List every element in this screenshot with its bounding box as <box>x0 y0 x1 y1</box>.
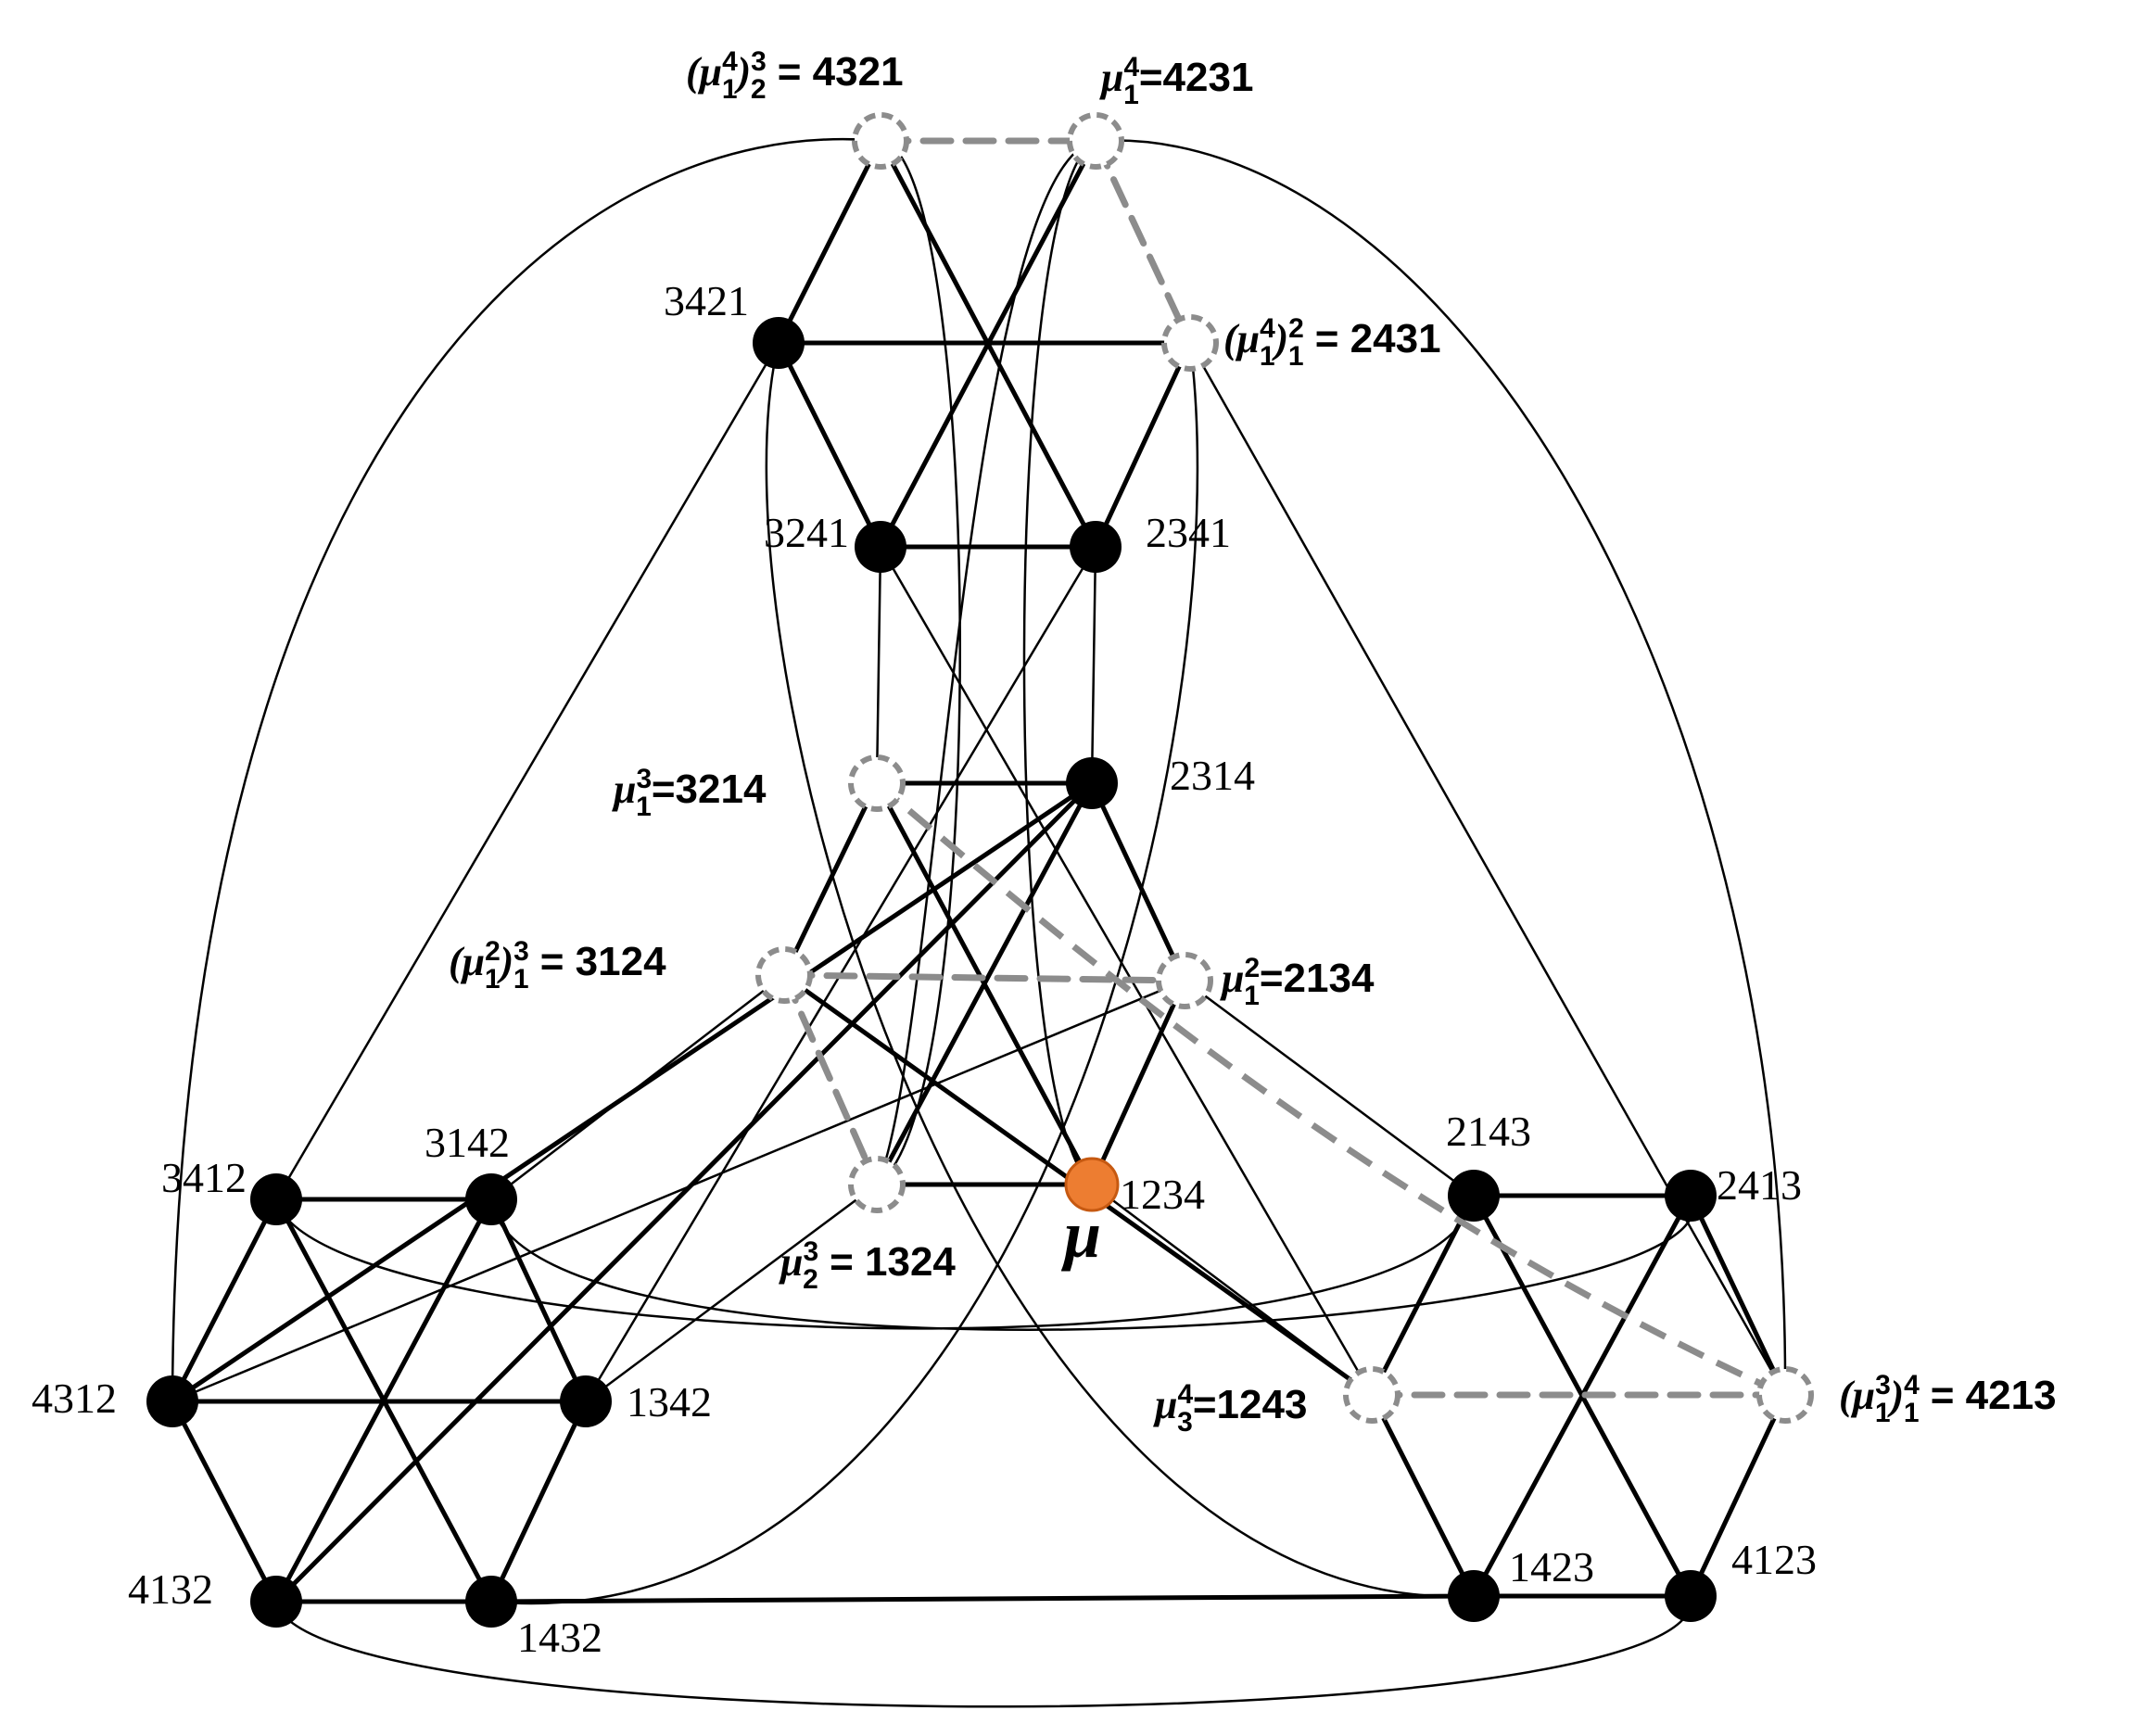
curve-edge-4321-4312 <box>171 137 881 1402</box>
node-2134 <box>1156 952 1213 1009</box>
node-4132 <box>250 1576 302 1628</box>
edge-4213-4123 <box>1688 1392 1788 1599</box>
curve-edge-4231-1324 <box>875 139 1096 1185</box>
node-4123 <box>1665 1570 1717 1622</box>
edge-1243-1423 <box>1369 1392 1477 1599</box>
dashed-edge-4231-2431 <box>1092 137 1194 347</box>
node-2431 <box>1161 314 1219 372</box>
label-1234: 1234 <box>1120 1171 1205 1218</box>
dashed-edge-3214-4213 <box>874 780 1787 1399</box>
edge-3421-3241 <box>776 340 883 550</box>
curve-edge-2431-1432 <box>490 342 1199 1605</box>
node-2341 <box>1070 521 1122 573</box>
edge-1234-1243 <box>1090 1183 1374 1397</box>
dashed-edge-3124-2134 <box>780 971 1188 984</box>
node-1243 <box>1343 1366 1401 1424</box>
edge-2431-2341 <box>1093 340 1193 550</box>
edge-3421-3412 <box>274 341 780 1201</box>
edge-1432-1423 <box>488 1593 1477 1604</box>
edge-2314-2134 <box>1089 780 1187 983</box>
edge-1324-1342 <box>584 1183 879 1403</box>
node-3421 <box>753 317 805 369</box>
node-4321 <box>852 112 909 170</box>
edge-4132-2314 <box>273 780 1095 1604</box>
node-1342 <box>560 1375 612 1427</box>
edge-2341-2314 <box>1090 545 1097 785</box>
label-3421: 3421 <box>664 277 749 324</box>
label-3412: 3412 <box>161 1154 247 1201</box>
edge-3241-3214 <box>875 545 882 785</box>
edge-2413-4213 <box>1688 1193 1788 1398</box>
edge-4312-4132 <box>170 1399 279 1604</box>
edge-3241-1243 <box>879 545 1374 1397</box>
curve-edge-3142-2413 <box>489 1195 1695 1331</box>
curve-edge-4132-4123 <box>274 1595 1692 1708</box>
label-1423: 1423 <box>1509 1543 1594 1590</box>
curve-edge-4321-1324 <box>876 139 961 1186</box>
curve-edge-4231-1234 <box>1022 139 1096 1185</box>
node-3241 <box>855 521 906 573</box>
label-3142: 3142 <box>425 1119 510 1166</box>
node-3124 <box>755 946 813 1004</box>
edge-3214-3124 <box>781 780 880 978</box>
edge-3124-3142 <box>489 973 786 1201</box>
label-2413: 2413 <box>1717 1161 1802 1209</box>
edges-layer <box>170 137 1789 1708</box>
curve-edge-3421-1423 <box>765 342 1475 1598</box>
node-2413 <box>1665 1170 1717 1222</box>
edge-4321-3421 <box>776 138 883 346</box>
node-1423 <box>1448 1570 1500 1622</box>
label-1432: 1432 <box>517 1614 602 1661</box>
edge-2134-1234 <box>1089 978 1187 1187</box>
node-3142 <box>465 1173 517 1225</box>
label-2314: 2314 <box>1170 752 1255 799</box>
edge-2134-2143 <box>1183 979 1476 1197</box>
curve-edge-4231-4213 <box>1095 139 1787 1396</box>
node-1234 <box>1064 1157 1120 1212</box>
label-3241: 3241 <box>764 509 849 556</box>
label-4312: 4312 <box>32 1375 117 1422</box>
dashed-edge-3124-1324 <box>780 971 881 1188</box>
node-3412 <box>250 1173 302 1225</box>
label-2341: 2341 <box>1146 509 1231 556</box>
node-3214 <box>848 754 906 812</box>
edge-1342-1432 <box>488 1399 589 1604</box>
curve-edge-3412-2143 <box>274 1195 1476 1330</box>
label-4123: 4123 <box>1731 1536 1817 1583</box>
label-mu: μ <box>1060 1197 1101 1272</box>
node-1324 <box>848 1156 906 1213</box>
node-4231 <box>1067 112 1124 170</box>
nodes-layer <box>146 112 1814 1628</box>
label-1342: 1342 <box>627 1378 712 1426</box>
label-2143: 2143 <box>1446 1108 1531 1155</box>
node-4312 <box>146 1375 198 1427</box>
edge-3412-4312 <box>170 1197 279 1404</box>
node-4213 <box>1756 1366 1814 1424</box>
node-1432 <box>465 1576 517 1628</box>
edge-2134-4312 <box>171 979 1186 1403</box>
label-4132: 4132 <box>128 1565 213 1613</box>
node-2314 <box>1066 757 1118 809</box>
node-2143 <box>1448 1170 1500 1222</box>
